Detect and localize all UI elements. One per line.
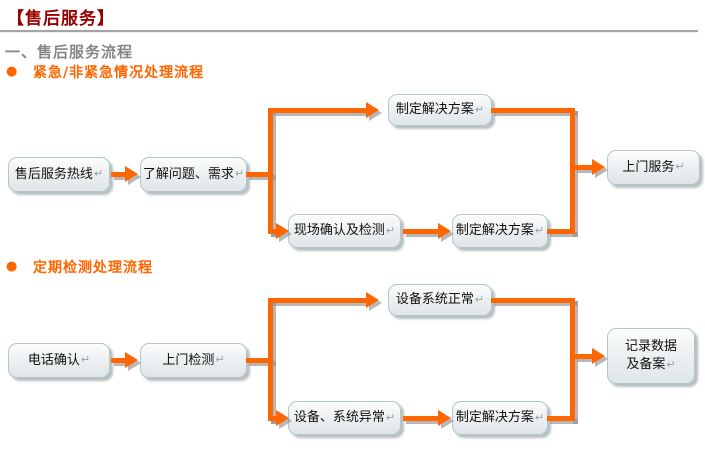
node-label: 设备、系统异常	[293, 410, 385, 426]
arrow-right-icon	[366, 292, 379, 308]
return-mark: ↵	[675, 160, 685, 174]
connector-line	[547, 229, 575, 234]
return-mark: ↵	[534, 410, 545, 424]
arrow-right-icon	[125, 166, 138, 182]
return-mark: ↵	[215, 353, 225, 367]
connector-line	[268, 298, 368, 303]
node-label: 上门检测	[162, 352, 215, 368]
connector-line	[268, 298, 273, 421]
node-system-abnormal: 设备、系统异常↵	[288, 401, 401, 435]
node-label: 电话确认	[27, 352, 80, 368]
node-phone-confirm: 电话确认↵	[8, 343, 110, 378]
bullet-icon: ●	[6, 259, 18, 274]
return-mark: ↵	[385, 410, 396, 424]
connector-line	[570, 108, 575, 234]
page-title: 【售后服务】	[7, 9, 115, 29]
return-mark: ↵	[534, 223, 545, 237]
return-mark: ↵	[385, 223, 396, 237]
node-label: 了解问题、需求	[142, 166, 234, 182]
return-mark: ↵	[474, 102, 485, 116]
connector-line	[403, 416, 439, 421]
node-label: 设备系统正常	[395, 292, 474, 308]
node-label-line2-wrap: 及备案↵	[625, 356, 677, 374]
node-door-check: 上门检测↵	[140, 343, 247, 378]
arrow-right-icon	[276, 410, 289, 426]
node-label: 制定解决方案	[455, 410, 534, 426]
connector-line	[246, 358, 273, 363]
arrow-right-icon	[366, 102, 379, 118]
return-mark: ↵	[93, 167, 104, 181]
node-label: 售后服务热线	[14, 166, 93, 182]
arrow-right-icon	[276, 223, 289, 239]
connector-line	[268, 229, 278, 234]
node-plan-top: 制定解决方案↵	[388, 94, 492, 126]
return-mark: ↵	[474, 292, 485, 306]
node-onsite-check: 现场确认及检测↵	[288, 214, 401, 248]
connector-line	[111, 358, 126, 363]
arrow-right-icon	[438, 410, 451, 426]
bullet-icon: ●	[6, 64, 18, 79]
node-plan-bottom: 制定解决方案↵	[452, 214, 548, 248]
node-label-line2: 及备案	[626, 357, 666, 372]
connector-line	[570, 298, 575, 421]
node-label-line1: 记录数据	[624, 339, 677, 355]
connector-line	[491, 108, 575, 113]
node-hotline: 售后服务热线↵	[8, 157, 110, 192]
divider	[0, 30, 698, 33]
node-door-service: 上门服务↵	[607, 150, 700, 185]
return-mark: ↵	[234, 167, 245, 181]
connector-line	[268, 108, 273, 234]
arrow-right-icon	[592, 159, 605, 175]
node-understand: 了解问题、需求↵	[140, 157, 247, 192]
arrow-right-icon	[125, 352, 138, 368]
node-system-normal: 设备系统正常↵	[388, 284, 492, 316]
section-heading: 一、售后服务流程	[5, 43, 134, 61]
connector-line	[403, 229, 439, 234]
return-mark: ↵	[666, 358, 676, 371]
arrow-right-icon	[438, 223, 451, 239]
connector-line	[574, 165, 594, 170]
node-plan-bottom-2: 制定解决方案↵	[452, 401, 548, 435]
node-label: 上门服务	[622, 159, 675, 175]
return-mark: ↵	[80, 353, 91, 367]
connector-line	[268, 108, 368, 113]
node-label: 制定解决方案	[455, 223, 534, 239]
node-label: 记录数据 及备案↵	[625, 338, 677, 373]
flowchart-emergency-heading: 紧急/非紧急情况处理流程	[33, 65, 205, 81]
arrow-right-icon	[592, 348, 605, 364]
connector-line	[491, 298, 575, 303]
connector-line	[574, 354, 594, 359]
connector-line	[246, 172, 273, 177]
connector-line	[547, 416, 575, 421]
connector-line	[268, 416, 278, 421]
node-label: 现场确认及检测	[293, 223, 385, 239]
connector-line	[111, 172, 126, 177]
node-label: 制定解决方案	[395, 102, 474, 118]
flowchart-periodic-heading: 定期检测处理流程	[33, 260, 153, 276]
node-record: 记录数据 及备案↵	[607, 328, 695, 384]
